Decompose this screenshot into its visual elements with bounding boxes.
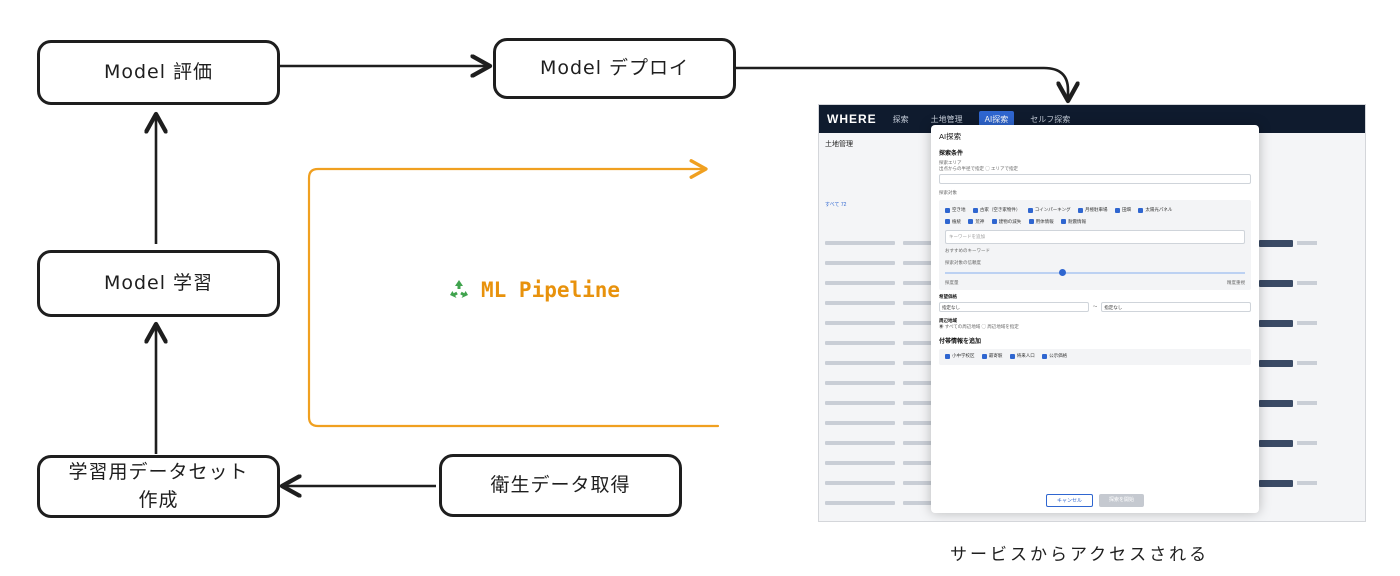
targets-row-2: 植統 荒神 建物の減失 用体情報 耐震情報 bbox=[945, 219, 1245, 227]
bg-row bbox=[819, 475, 1365, 491]
target-checkbox[interactable]: 古家（空き家物件） bbox=[972, 207, 1020, 213]
area-label: 探索エリア bbox=[939, 160, 962, 165]
slider-label: 探索対象の信頼度 bbox=[945, 260, 981, 265]
screenshot-logo: WHERE bbox=[827, 112, 877, 126]
bg-row bbox=[819, 495, 1365, 511]
extra-info-panel: 小中学校区 最寄駅 将来人口 公示価格 bbox=[939, 349, 1251, 365]
area-options: 出点からの半径で指定 ◯ エリアで指定 bbox=[939, 166, 1019, 171]
slider-right-label: 精度重視 bbox=[1227, 280, 1245, 285]
target-checkbox[interactable]: 田畑 bbox=[1114, 207, 1131, 213]
extra-checkbox[interactable]: 小中学校区 bbox=[945, 353, 975, 359]
slider-handle[interactable] bbox=[1059, 269, 1066, 276]
node-model-train: Model 学習 bbox=[37, 250, 280, 317]
extra-checkbox[interactable]: 最寄駅 bbox=[981, 353, 1002, 359]
area-input[interactable] bbox=[939, 174, 1251, 184]
node-dataset-create: 学習用データセット 作成 bbox=[37, 455, 280, 518]
ml-pipeline-label: ML Pipeline bbox=[447, 278, 620, 302]
modal-buttons: キャンセル 探索を開始 bbox=[931, 494, 1259, 507]
bg-status bbox=[1259, 435, 1365, 451]
bg-row bbox=[819, 255, 1365, 271]
target-checkbox[interactable]: コインパーキング bbox=[1027, 207, 1071, 213]
pipeline-bracket bbox=[307, 159, 720, 428]
node-dataset-create-label: 学習用データセット 作成 bbox=[68, 459, 248, 514]
node-model-deploy: Model デプロイ bbox=[493, 38, 736, 99]
modal-title: AI探索 bbox=[939, 132, 962, 141]
recommend-label: おすすめのキーワード bbox=[945, 248, 990, 253]
node-dataset-line2: 作成 bbox=[138, 488, 179, 511]
service-caption: サービスからアクセスされる bbox=[950, 545, 1210, 565]
bg-row bbox=[819, 435, 1365, 451]
bg-status bbox=[1259, 315, 1365, 331]
target-checkbox[interactable]: 荒神 bbox=[968, 219, 984, 225]
section-search-conditions: 探索条件 bbox=[939, 151, 964, 157]
bg-row bbox=[819, 315, 1365, 331]
nav-tab-land[interactable]: 土地管理 bbox=[930, 114, 963, 124]
target-checkbox[interactable]: 植統 bbox=[945, 219, 961, 225]
target-checkbox[interactable]: 建物の減失 bbox=[991, 219, 1021, 225]
price-label: 希望価格 bbox=[939, 294, 957, 299]
price-max-select[interactable]: 指定なし bbox=[1101, 302, 1251, 312]
node-model-eval: Model 評価 bbox=[37, 40, 280, 105]
area-radio-area[interactable]: エリアで指定 bbox=[991, 166, 1019, 171]
target-checkbox[interactable]: 用体情報 bbox=[1028, 219, 1054, 225]
start-search-button[interactable]: 探索を開始 bbox=[1099, 494, 1145, 507]
bg-status bbox=[1259, 395, 1365, 411]
surround-radio-all[interactable]: すべての周辺地域 bbox=[944, 324, 981, 329]
extra-info-title: 付帯情報を追加 bbox=[939, 339, 982, 345]
nav-tab-search[interactable]: 探索 bbox=[892, 114, 909, 124]
targets-row-1: 空き地 古家（空き家物件） コインパーキング 月極駐車場 田畑 太陽光パネル bbox=[945, 207, 1245, 215]
nav-tab-self[interactable]: セルフ探索 bbox=[1030, 114, 1071, 124]
screenshot-list-tab[interactable]: すべて 72 bbox=[825, 202, 847, 208]
bg-row bbox=[819, 335, 1365, 351]
bg-status bbox=[1259, 275, 1365, 291]
target-checkbox[interactable]: 耐震情報 bbox=[1061, 219, 1086, 225]
ai-search-modal: AI探索 探索条件 探索エリア 出点からの半径で指定 ◯ エリアで指定 探索対象… bbox=[931, 125, 1259, 513]
cancel-button[interactable]: キャンセル bbox=[1045, 494, 1093, 507]
recycle-icon bbox=[450, 280, 468, 298]
confidence-slider[interactable] bbox=[945, 269, 1245, 276]
bg-status bbox=[1259, 475, 1365, 491]
slider-scale: 探度量 精度重視 bbox=[945, 280, 1245, 286]
bg-row bbox=[819, 295, 1365, 311]
bg-status bbox=[1259, 355, 1365, 371]
target-panel: 空き地 古家（空き家物件） コインパーキング 月極駐車場 田畑 太陽光パネル 植… bbox=[939, 200, 1251, 290]
extra-checkbox[interactable]: 公示価格 bbox=[1042, 353, 1067, 359]
bg-row bbox=[819, 455, 1365, 471]
surround-radio-specify[interactable]: 周辺地域を指定 bbox=[987, 324, 1019, 329]
nav-tab-ai[interactable]: AI探索 bbox=[978, 110, 1015, 128]
bg-row bbox=[819, 375, 1365, 391]
bg-row bbox=[819, 395, 1365, 411]
extra-checkbox[interactable]: 将来人口 bbox=[1009, 353, 1035, 359]
ml-pipeline-text: ML Pipeline bbox=[481, 278, 621, 302]
node-model-eval-label: Model 評価 bbox=[103, 60, 214, 83]
surround-options: ◉ すべての周辺地域 ◯ 周辺地域を指定 bbox=[939, 324, 1019, 329]
arrow-deploy-to-service bbox=[736, 66, 1068, 101]
bg-status bbox=[1259, 235, 1365, 251]
node-data-acquire: 衛生データ取得 bbox=[439, 454, 682, 517]
node-model-train-label: Model 学習 bbox=[103, 271, 214, 294]
screenshot-page-title: 土地管理 bbox=[825, 141, 853, 148]
node-model-deploy-label: Model デプロイ bbox=[539, 56, 690, 79]
surround-label: 周辺地域 bbox=[939, 318, 957, 323]
target-checkbox[interactable]: 太陽光パネル bbox=[1138, 207, 1172, 213]
price-min-select[interactable]: 指定なし bbox=[939, 302, 1089, 312]
target-checkbox[interactable]: 空き地 bbox=[945, 207, 966, 213]
bg-row bbox=[819, 415, 1365, 431]
bg-row bbox=[819, 275, 1365, 291]
target-checkbox[interactable]: 月極駐車場 bbox=[1078, 207, 1108, 213]
service-screenshot: WHERE 探索 土地管理 AI探索 セルフ探索 土地管理 すべて 72 AI探… bbox=[818, 104, 1366, 522]
bg-row bbox=[819, 355, 1365, 371]
bg-row bbox=[819, 235, 1365, 251]
keyword-input[interactable]: キーワードを追加 bbox=[945, 230, 1245, 244]
price-range: 指定なし 〜 指定なし bbox=[939, 300, 1251, 314]
target-label: 探索対象 bbox=[939, 190, 957, 195]
node-data-acquire-label: 衛生データ取得 bbox=[490, 473, 631, 496]
node-dataset-line1: 学習用データセット bbox=[68, 460, 249, 483]
area-radio-radius[interactable]: 出点からの半径で指定 bbox=[939, 166, 984, 171]
slider-left-label: 探度量 bbox=[945, 280, 959, 285]
